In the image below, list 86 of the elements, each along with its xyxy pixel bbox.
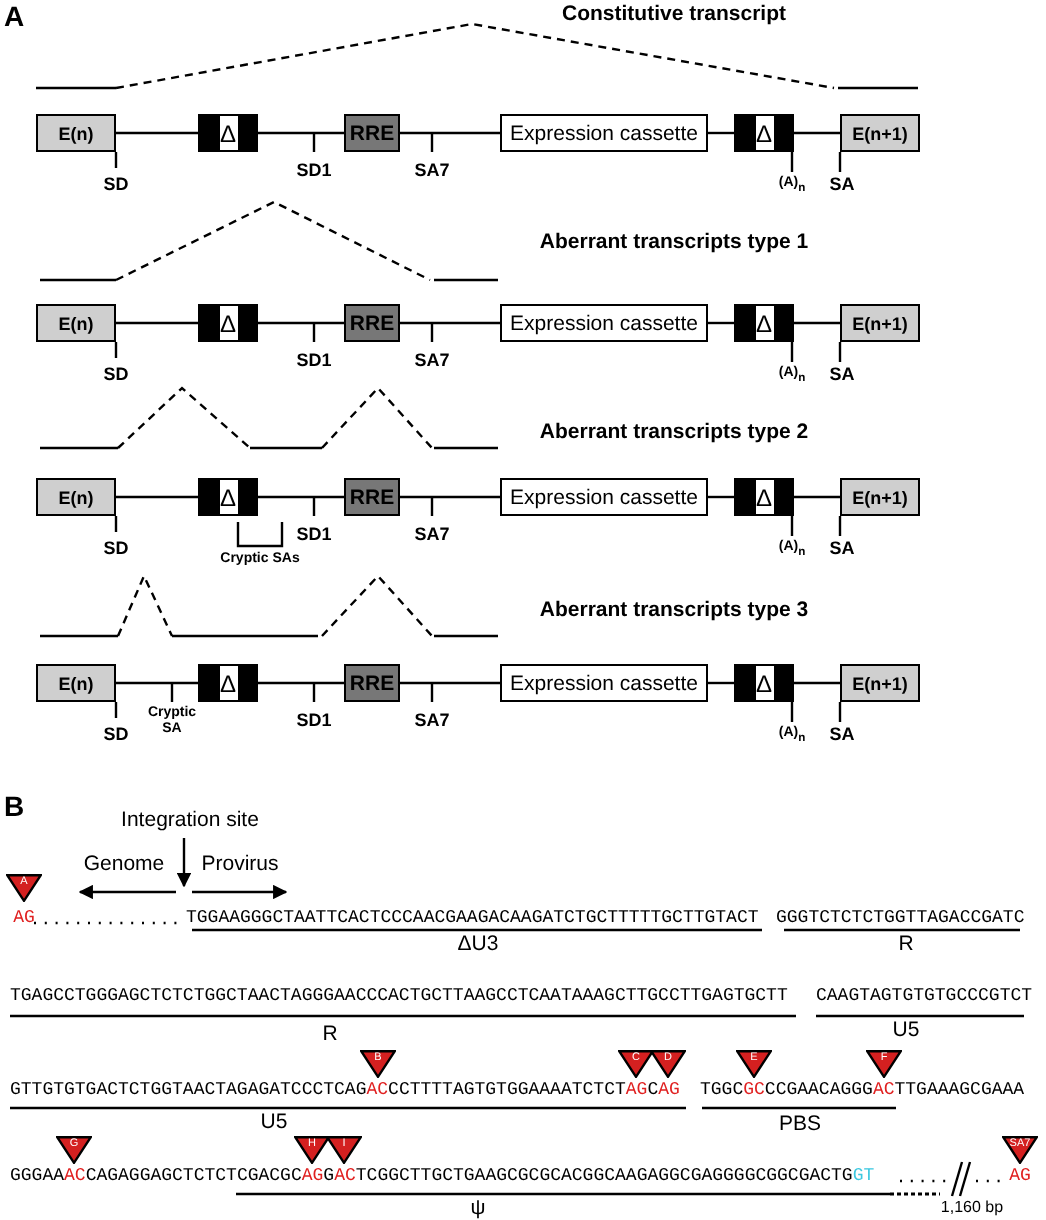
dna-sequence: GTTGTGTGACTCTGGTAACTAGAGATCCCTCAGACCCTTTTAGTGTGGAAAATCTCTAGCAG xyxy=(10,1080,680,1100)
dna-sequence: AG xyxy=(1009,1166,1031,1186)
site-label: SD xyxy=(103,176,129,196)
exon-box: E(n) xyxy=(36,304,116,342)
panel-letter: A xyxy=(4,2,25,33)
region-label: PBS xyxy=(779,1114,821,1138)
cassette-box: Expression cassette xyxy=(500,478,708,516)
cassette-box: Expression cassette xyxy=(500,304,708,342)
backbone-line xyxy=(258,681,344,685)
panel-letter: B xyxy=(4,792,25,823)
backbone-line xyxy=(400,495,500,499)
dna-sequence: GGGAAACCAGAGGAGCTCTCTCGACGCAGGACTCGGCTTGCTGAAGCGCGCACGGCAAGAGGCGAGGGGCGGCGACTGGT xyxy=(10,1166,875,1186)
site-label: SD xyxy=(103,540,129,560)
region-label: U5 xyxy=(260,1112,288,1136)
transcript-title: Aberrant transcripts type 2 xyxy=(539,422,809,446)
backbone-line xyxy=(116,681,198,685)
region-label: R xyxy=(898,934,914,958)
site-label: SD1 xyxy=(296,162,332,182)
transcript-title: Aberrant transcripts type 1 xyxy=(539,232,809,256)
ltr-box: Δ xyxy=(734,664,794,702)
rre-box: RRE xyxy=(344,114,400,152)
region-label: U5 xyxy=(892,1020,920,1044)
exon-box: E(n+1) xyxy=(840,114,920,152)
site-label: SA xyxy=(829,366,855,386)
backbone-line xyxy=(794,495,840,499)
exon-box: E(n+1) xyxy=(840,664,920,702)
cassette-box: Expression cassette xyxy=(500,664,708,702)
length-label: 1,160 bp xyxy=(940,1200,1004,1218)
dna-sequence: CAAGTAGTGTGTGCCCGTCT xyxy=(816,986,1033,1006)
site-label: SA7 xyxy=(414,526,450,546)
rre-box: RRE xyxy=(344,664,400,702)
exon-box: E(n) xyxy=(36,114,116,152)
exon-box: E(n) xyxy=(36,478,116,516)
region-label: Integration site xyxy=(121,810,259,834)
backbone-line xyxy=(116,321,198,325)
ltr-box: Δ xyxy=(198,304,258,342)
exon-box: E(n) xyxy=(36,664,116,702)
backbone-line xyxy=(400,681,500,685)
ltr-box: Δ xyxy=(734,114,794,152)
region-label: Provirus xyxy=(201,854,279,878)
backbone-line xyxy=(258,131,344,135)
site-label: SD1 xyxy=(296,712,332,732)
site-label: SA7 xyxy=(414,162,450,182)
backbone-line xyxy=(794,681,840,685)
ltr-box: Δ xyxy=(734,478,794,516)
backbone-line xyxy=(116,495,198,499)
transcript-title: Constitutive transcript xyxy=(562,4,786,28)
site-label: SD xyxy=(103,726,129,746)
region-label: R xyxy=(322,1024,338,1048)
region-label: Genome xyxy=(83,854,165,878)
backbone-line xyxy=(258,495,344,499)
backbone-line xyxy=(116,131,198,135)
site-label: SA7 xyxy=(414,712,450,732)
site-label: SD1 xyxy=(296,352,332,372)
backbone-line xyxy=(794,321,840,325)
backbone-line xyxy=(258,321,344,325)
dna-sequence: TGGAAGGGCTAATTCACTCCCAACGAAGACAAGATCTGCTTTTTGCTTGTACT xyxy=(186,908,759,928)
ltr-box: Δ xyxy=(734,304,794,342)
site-label: SA7 xyxy=(414,352,450,372)
dna-sequence: AG xyxy=(13,908,35,928)
rre-box: RRE xyxy=(344,304,400,342)
site-label: SD1 xyxy=(296,526,332,546)
backbone-line xyxy=(708,495,734,499)
region-label: ψ xyxy=(470,1198,486,1220)
backbone-line xyxy=(794,131,840,135)
site-label: SA xyxy=(829,726,855,746)
ltr-box: Δ xyxy=(198,478,258,516)
exon-box: E(n+1) xyxy=(840,304,920,342)
backbone-line xyxy=(708,681,734,685)
region-label: ΔU3 xyxy=(457,934,499,958)
site-label: SD xyxy=(103,366,129,386)
ltr-box: Δ xyxy=(198,114,258,152)
ltr-box: Δ xyxy=(198,664,258,702)
backbone-line xyxy=(708,131,734,135)
site-label: SA xyxy=(829,540,855,560)
cassette-box: Expression cassette xyxy=(500,114,708,152)
backbone-line xyxy=(400,131,500,135)
backbone-line xyxy=(708,321,734,325)
rre-box: RRE xyxy=(344,478,400,516)
site-label: SA xyxy=(829,176,855,196)
dna-sequence: TGGCGCCCGAACAGGGACTTGAAAGCGAAA xyxy=(700,1080,1025,1100)
dna-sequence: GGGTCTCTCTGGTTAGACCGATC xyxy=(776,908,1025,928)
dna-sequence: TGAGCCTGGGAGCTCTCTGGCTAACTAGGGAACCCACTGCTTAAGCCTCAATAAAGCTTGCCTTGAGTGCTT xyxy=(10,986,788,1006)
exon-box: E(n+1) xyxy=(840,478,920,516)
transcript-title: Aberrant transcripts type 3 xyxy=(539,600,809,624)
backbone-line xyxy=(400,321,500,325)
